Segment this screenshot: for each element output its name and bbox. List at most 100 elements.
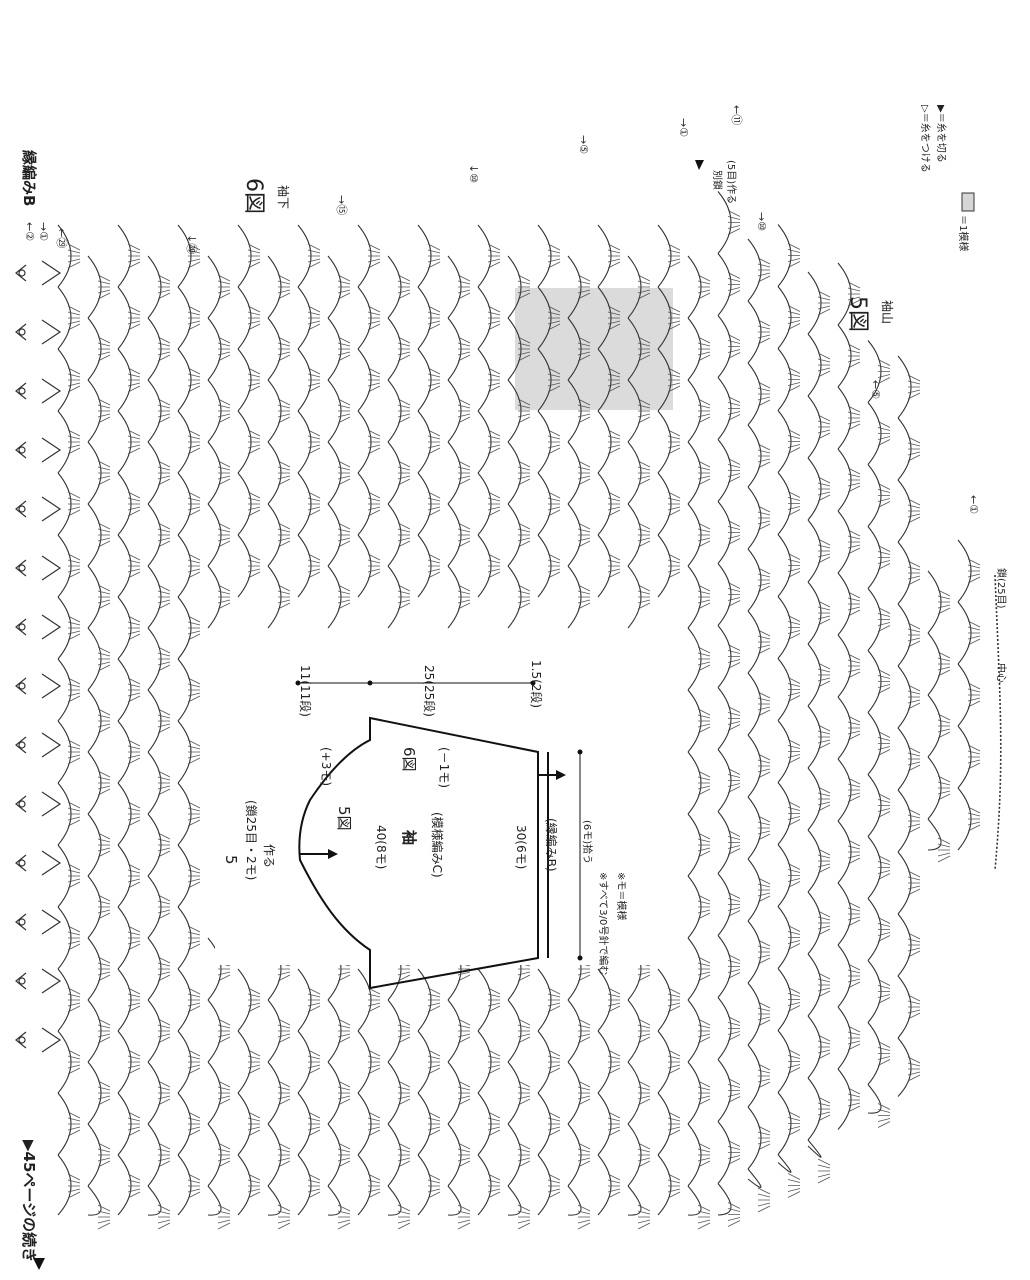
fan-stitch: [517, 398, 531, 424]
row-marker-2: ←②: [23, 222, 36, 242]
fan-stitch: [727, 210, 741, 235]
fan-stitch: [427, 429, 441, 455]
fan-stitch: [907, 498, 921, 524]
fan-stitch: [757, 1063, 771, 1089]
fan-stitch: [217, 1018, 231, 1044]
stitch-row: [897, 355, 912, 1097]
fan-stitch: [517, 274, 531, 300]
fan-stitch: [67, 305, 81, 331]
fan-stitch: [487, 243, 501, 269]
stitch-row: [57, 224, 72, 1216]
fan-stitch: [937, 713, 951, 739]
fan-stitch: [667, 429, 681, 455]
fan-stitch: [697, 894, 711, 920]
fan-stitch: [277, 522, 291, 548]
fan-stitch: [127, 739, 141, 765]
row-marker-11: ←⑪: [730, 105, 743, 126]
fan-stitch: [757, 1187, 771, 1213]
fan-stitch: [67, 1049, 81, 1075]
fan-stitch: [787, 553, 801, 578]
row-marker-5: →⑤: [577, 135, 590, 155]
fan-stitch: [247, 1173, 261, 1199]
fan-stitch: [907, 684, 921, 710]
fan-stitch: [187, 925, 201, 951]
make5-note: (5目)作る: [725, 160, 736, 205]
fan-stitch: [127, 801, 141, 827]
h11-label: 11(11段): [298, 665, 312, 717]
fan-stitch: [787, 677, 801, 702]
legend-swatch: [961, 192, 975, 212]
fan-stitch: [127, 987, 141, 1013]
border-label: 縁編みB: [20, 150, 38, 207]
fan-stitch: [97, 1018, 111, 1044]
fan-stitch: [547, 1049, 561, 1075]
fan-stitch: [487, 1111, 501, 1137]
fan-stitch: [127, 553, 141, 579]
fan-stitch: [397, 274, 411, 300]
fan-stitch: [667, 1049, 681, 1075]
fan-stitch: [817, 724, 831, 750]
fan-stitch: [787, 1049, 801, 1074]
fan-stitch: [697, 708, 711, 734]
fan-stitch: [847, 281, 861, 307]
fan-stitch: [607, 429, 621, 455]
fan-stitch: [727, 458, 741, 483]
fan-stitch: [637, 460, 651, 486]
fan-stitch: [817, 538, 831, 564]
fan-stitch: [847, 777, 861, 803]
picot-stitch: [15, 968, 62, 994]
fan-stitch: [187, 739, 201, 765]
fan-stitch: [607, 1173, 621, 1199]
fan-stitch: [787, 925, 801, 950]
fan-stitch: [727, 954, 741, 979]
fan-stitch: [577, 1142, 591, 1168]
fan-stitch: [247, 553, 261, 579]
fan-stitch: [427, 243, 441, 269]
fan-stitch: [457, 460, 471, 486]
fan-stitch: [187, 615, 201, 641]
row-marker-5b: ←⑤: [869, 380, 882, 400]
fan-stitch: [817, 1034, 831, 1060]
fan-stitch: [157, 646, 171, 672]
fan-stitch: [187, 429, 201, 455]
fan-stitch: [877, 979, 891, 1004]
picot-stitch: [15, 555, 62, 581]
row-marker-10b: →⑩: [755, 212, 768, 232]
dim-dot-1: [295, 680, 301, 686]
minus1-label: (－1モ): [437, 747, 451, 788]
legend-item-repeat: ＝1模様: [957, 215, 968, 252]
fan-stitch: [547, 305, 561, 331]
fan-stitch: [757, 567, 771, 593]
fan-stitch: [607, 1111, 621, 1137]
fan-stitch: [727, 334, 741, 359]
fan-stitch: [127, 863, 141, 889]
fan-stitch: [277, 1018, 291, 1044]
fan-stitch: [277, 398, 291, 424]
fan-stitch: [247, 367, 261, 393]
fan-stitch: [397, 1080, 411, 1106]
fan-stitch: [517, 584, 531, 610]
wdim-dot-2: [577, 955, 583, 961]
h25-label: 25(25段): [422, 665, 436, 717]
fan-stitch: [637, 274, 651, 300]
picot-stitch: [15, 260, 62, 286]
fan-stitch: [607, 367, 621, 393]
fan-stitch: [307, 987, 321, 1013]
fan-stitch: [397, 584, 411, 610]
fan-stitch: [787, 615, 801, 640]
fan-stitch: [577, 1080, 591, 1106]
fan-stitch: [667, 243, 681, 269]
fan-stitch: [187, 987, 201, 1013]
row-marker-1c: ←①: [967, 495, 980, 515]
center-note: 中心: [995, 663, 1006, 683]
fan-stitch: [667, 491, 681, 517]
picot-loop: [18, 682, 26, 690]
fan-stitch: [907, 932, 921, 958]
fan-stitch: [757, 939, 771, 965]
picot-loop: [18, 564, 26, 572]
fan-stitch: [877, 607, 891, 632]
fan-stitch: [757, 629, 771, 655]
fan-stitch: [427, 1049, 441, 1075]
